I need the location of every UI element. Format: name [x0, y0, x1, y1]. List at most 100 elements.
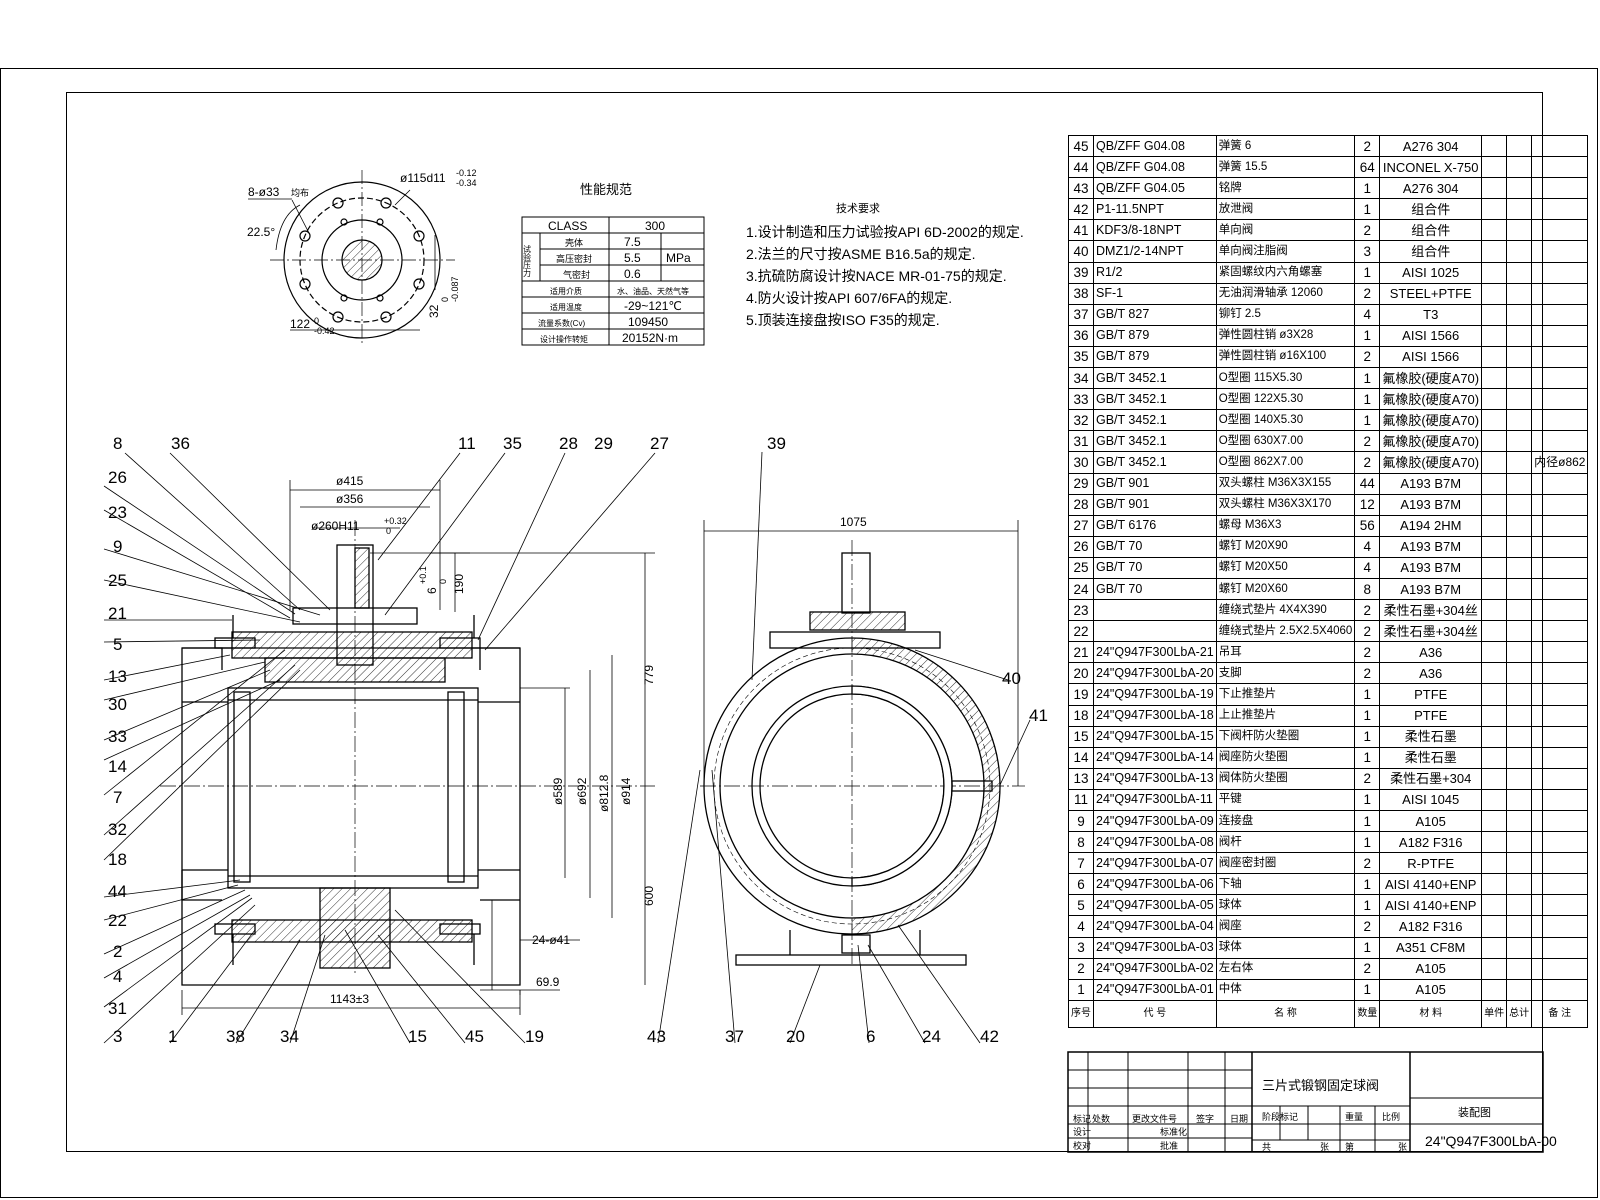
bom-cell: 组合件 [1379, 198, 1483, 221]
bom-cell: 1 [1354, 198, 1381, 221]
bom-cell: 24"Q947F300LbA-04 [1093, 915, 1217, 938]
bom-cell: 平键 [1215, 788, 1356, 812]
bom-cell [1481, 324, 1508, 347]
callout-44: 44 [108, 882, 127, 901]
callout-35: 35 [503, 434, 522, 453]
bom-cell: A182 F316 [1379, 831, 1483, 854]
bom-cell: A105 [1379, 957, 1483, 980]
bom-cell [1531, 535, 1589, 558]
bom-cell: 螺钉 M20X90 [1215, 535, 1356, 558]
bom-cell: AISI 1566 [1379, 345, 1483, 369]
bom-cell: 柔性石墨 [1379, 746, 1483, 769]
bom-cell: A36 [1379, 662, 1483, 685]
perf-row2-value: 5.5 [624, 251, 641, 265]
bom-cell: O型圈 630X7.00 [1215, 430, 1356, 453]
bom-cell: AISI 1025 [1379, 261, 1483, 284]
bom-cell [1531, 852, 1589, 875]
bom-cell: A193 B7M [1379, 472, 1483, 495]
dim-width-tol-lower: -0.42 [314, 326, 335, 336]
bom-cell: 2 [1354, 915, 1381, 938]
bom-cell: 上止推垫片 [1215, 704, 1356, 727]
bom-cell: 23 [1068, 599, 1094, 622]
bom-cell [1506, 662, 1533, 685]
bom-cell [1506, 978, 1533, 1001]
bom-cell: 2 [1354, 282, 1381, 305]
bom-cell: 氟橡胶(硬度A70) [1379, 430, 1483, 453]
bom-cell: 24"Q947F300LbA-06 [1093, 873, 1217, 896]
bom-cell: 缠绕式垫片 2.5X2.5X4060 [1215, 620, 1356, 643]
bom-cell: 铆钉 2.5 [1215, 303, 1356, 326]
bom-cell [1506, 556, 1533, 579]
callout-14: 14 [108, 757, 127, 776]
callouts-section: 8 36 11 35 28 29 27 26 23 9 25 21 5 13 3… [108, 434, 669, 1046]
bom-cell [1531, 324, 1589, 347]
bom-cell: 单向阀注脂阀 [1215, 240, 1356, 263]
bom-cell: 紧固螺纹内六角螺塞 [1215, 261, 1356, 284]
bom-cell: 连接盘 [1215, 809, 1356, 833]
bom-cell [1506, 388, 1533, 411]
callout-38: 38 [226, 1027, 245, 1046]
perf-row3-label: 气密封 [563, 269, 590, 280]
callout-23: 23 [108, 503, 127, 522]
bom-cell: AISI 1566 [1379, 324, 1483, 347]
dim-d260-tol0: 0 [386, 526, 391, 536]
callout-25: 25 [108, 571, 127, 590]
tb-label-mark: 标记 [1073, 1113, 1091, 1124]
bom-cell: 下止推垫片 [1215, 683, 1356, 706]
dim-shaft-tol-upper: -0.12 [456, 168, 477, 178]
bom-cell: 铭牌 [1215, 177, 1356, 200]
bom-cell: 柔性石墨+304 [1379, 767, 1483, 790]
bom-cell: 1 [1354, 324, 1381, 347]
tb-label-weight: 重量 [1345, 1111, 1363, 1122]
bom-cell: 6 [1068, 873, 1094, 896]
section-dimension-lines [181, 480, 655, 1015]
tb-label-stage: 阶段标记 [1262, 1111, 1298, 1122]
dim-length: 1143±3 [330, 992, 369, 1006]
perf-torque-label: 设计操作转矩 [540, 334, 588, 344]
bom-cell [1506, 156, 1533, 179]
bom-cell: 1 [1354, 894, 1381, 917]
tech-heading: 技术要求 [836, 202, 880, 215]
bom-cell [1481, 261, 1508, 284]
bom-cell [1506, 430, 1533, 453]
bom-cell: 氟橡胶(硬度A70) [1379, 409, 1483, 432]
bom-cell [1481, 725, 1508, 748]
callout-41: 41 [1029, 706, 1048, 725]
bom-cell: 24"Q947F300LbA-11 [1093, 788, 1217, 812]
bom-cell [1481, 556, 1508, 579]
bom-cell [1481, 852, 1508, 875]
bom-cell [1506, 957, 1533, 980]
callout-34: 34 [280, 1027, 299, 1046]
bom-cell [1531, 725, 1589, 748]
callout-45: 45 [465, 1027, 484, 1046]
bom-cell: 24"Q947F300LbA-01 [1093, 978, 1217, 1001]
perf-class-value: 300 [645, 219, 665, 233]
bom-cell: 13 [1068, 767, 1094, 790]
perf-medium-label: 适用介质 [550, 286, 582, 296]
bom-header-cell: 总计 [1506, 999, 1533, 1028]
callout-24: 24 [922, 1027, 941, 1046]
dim-h600: 600 [642, 886, 656, 906]
bom-cell: 1 [1354, 367, 1381, 390]
bom-cell: 41 [1068, 219, 1094, 242]
bom-cell [1506, 303, 1533, 326]
bom-cell: 球体 [1215, 894, 1356, 917]
bom-cell: 44 [1354, 472, 1381, 495]
bom-cell: 1 [1354, 388, 1381, 411]
bom-cell: 1 [1354, 831, 1381, 854]
tech-item-2: 2.法兰的尺寸按ASME B16.5a的规定. [746, 246, 976, 262]
bom-cell: 2 [1354, 852, 1381, 875]
tech-item-1: 1.设计制造和压力试验按API 6D-2002的规定. [746, 224, 1024, 240]
bom-cell: 2 [1354, 662, 1381, 685]
dim-h6-tol0: 0 [438, 579, 448, 584]
perf-cv-label: 流量系数(Cv) [538, 318, 585, 328]
bom-cell: O型圈 862X7.00 [1215, 451, 1356, 474]
